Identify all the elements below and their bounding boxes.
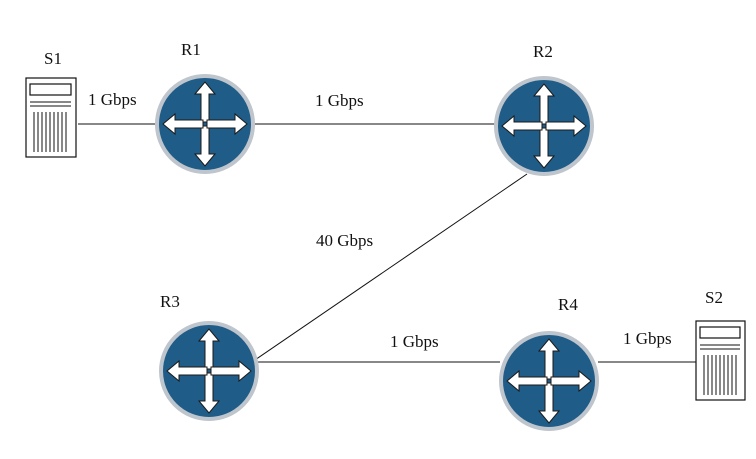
router-r2[interactable]: R2	[494, 42, 594, 176]
link-label-r2-r3: 40 Gbps	[316, 231, 373, 250]
link-label-r3-r4: 1 Gbps	[390, 332, 439, 351]
router-arrows-icon	[494, 76, 594, 176]
router-arrows-icon	[155, 74, 255, 174]
link-label-r1-r2: 1 Gbps	[315, 91, 364, 110]
router-r1[interactable]: R1	[155, 40, 255, 174]
server-tower-icon	[25, 77, 77, 158]
router-r4[interactable]: R4	[499, 295, 599, 431]
server-s1[interactable]: S1	[25, 49, 77, 158]
server-s2[interactable]: S2	[695, 288, 746, 401]
node-label-s1: S1	[44, 49, 62, 68]
node-label-r4: R4	[558, 295, 578, 314]
router-arrows-icon	[499, 331, 599, 431]
node-label-s2: S2	[705, 288, 723, 307]
server-tower-icon	[695, 320, 746, 401]
link-label-r4-s2: 1 Gbps	[623, 329, 672, 348]
link-r2-r3	[251, 173, 528, 363]
router-arrows-icon	[159, 321, 259, 421]
link-label-s1-r1: 1 Gbps	[88, 90, 137, 109]
router-r3[interactable]: R3	[159, 292, 259, 421]
node-label-r2: R2	[533, 42, 553, 61]
node-label-r3: R3	[160, 292, 180, 311]
node-label-r1: R1	[181, 40, 201, 59]
